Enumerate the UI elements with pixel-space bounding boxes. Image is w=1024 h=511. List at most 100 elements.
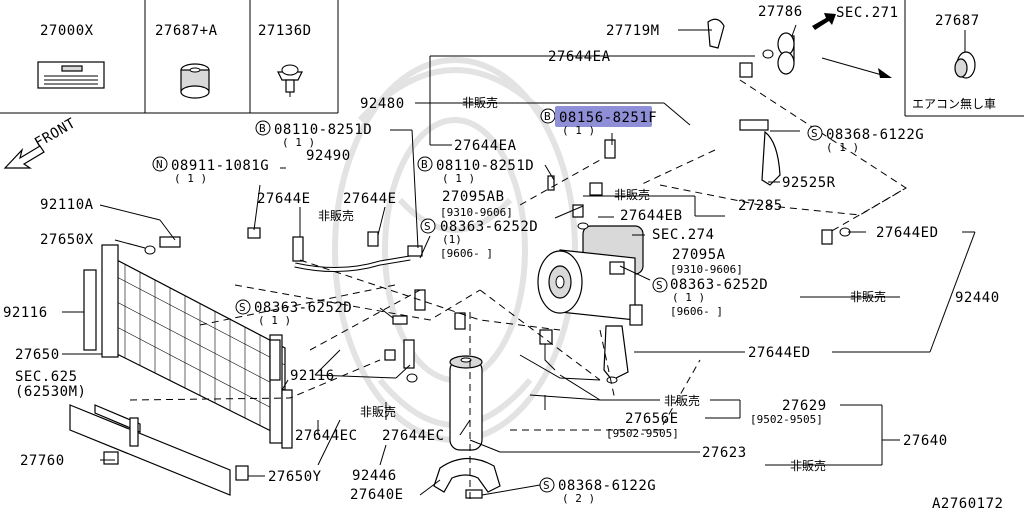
label-27285[interactable]: 27285 <box>738 198 783 214</box>
label-27644ea-mid[interactable]: 27644EA <box>454 138 517 154</box>
label-27644e-a[interactable]: 27644E <box>257 191 311 207</box>
label-27095ab-range: [9310-9606] <box>440 206 513 219</box>
label-08368-6122g-right[interactable]: 08368-6122G <box>826 127 924 143</box>
clip-icon <box>277 64 303 97</box>
label-nonsale-mid: 非販売 <box>614 187 650 202</box>
marker-screw: S <box>656 279 663 292</box>
label-sec274[interactable]: SEC.274 <box>652 227 715 243</box>
label-27640e[interactable]: 27640E <box>350 487 404 503</box>
inset-pointer-arrow <box>821 57 892 78</box>
label-27644ed-mid[interactable]: 27644ED <box>748 345 811 361</box>
label-27656e[interactable]: 27656E <box>625 411 679 427</box>
marker-screw: S <box>543 479 550 492</box>
dashed-guides <box>129 79 907 500</box>
label-92110a[interactable]: 92110A <box>40 197 94 213</box>
diagram-code: A2760172 <box>932 496 1003 511</box>
box-part-27000x: 27000X <box>40 23 94 39</box>
small-fittings <box>144 18 851 499</box>
label-nonsale-629: 非販売 <box>664 393 700 408</box>
label-27623[interactable]: 27623 <box>702 445 747 461</box>
label-08368-bottom-qty: ( 2 ) <box>562 492 595 505</box>
label-08363-c-qty: ( 1 ) <box>258 314 291 327</box>
label-08110-top-qty: ( 1 ) <box>282 136 315 149</box>
marker-nut: N <box>156 158 163 171</box>
label-27650[interactable]: 27650 <box>15 347 60 363</box>
label-92446[interactable]: 92446 <box>352 468 397 484</box>
receiver-drier <box>433 355 501 493</box>
label-08363-b-range: [9606- ] <box>670 305 723 318</box>
label-nonsale-92480: 非販売 <box>462 95 498 110</box>
label-27786[interactable]: 27786 <box>758 4 803 20</box>
label-27629[interactable]: 27629 <box>782 398 827 414</box>
label-08911-1081g[interactable]: 08911-1081G <box>171 158 269 174</box>
label-27644ec-a[interactable]: 27644EC <box>295 428 358 444</box>
label-62530m: (62530M) <box>15 384 86 400</box>
marker-screw: S <box>424 220 431 233</box>
fastener-markers: B B N B S S S S S <box>152 108 823 493</box>
label-08363-a-range: [9606- ] <box>440 247 493 260</box>
label-08368-6122g-bottom[interactable]: 08368-6122G <box>558 478 656 494</box>
front-arrow: FRONT <box>3 115 79 169</box>
label-08110-8251d-top[interactable]: 08110-8251D <box>274 122 372 138</box>
label-92116-right[interactable]: 92116 <box>290 368 335 384</box>
label-08156-qty: ( 1 ) <box>562 124 595 137</box>
label-27719m[interactable]: 27719M <box>606 23 660 39</box>
grommet-icon <box>954 51 976 79</box>
label-27644ed-right[interactable]: 27644ED <box>876 225 939 241</box>
marker-screw: S <box>239 301 246 314</box>
label-92525r[interactable]: 92525R <box>782 175 836 191</box>
label-27644ea-top[interactable]: 27644EA <box>548 49 611 65</box>
label-08110-8251d-mid[interactable]: 08110-8251D <box>436 158 534 174</box>
label-27650x[interactable]: 27650X <box>40 232 94 248</box>
label-27095a[interactable]: 27095A <box>672 247 726 263</box>
label-92490[interactable]: 92490 <box>306 148 351 164</box>
sec271-ref: SEC.271 <box>812 5 899 30</box>
box-part-27136d: 27136D <box>258 23 312 39</box>
label-08363-6252d-a[interactable]: 08363-6252D <box>440 219 538 235</box>
label-27640[interactable]: 27640 <box>903 433 948 449</box>
label-27656e-range: [9502-9505] <box>606 427 679 440</box>
marker-bolt: B <box>421 158 428 171</box>
label-27095a-range: [9310-9606] <box>670 263 743 276</box>
marker-bolt: B <box>259 122 266 135</box>
label-08156-8251f[interactable]: 08156-8251F <box>559 110 657 126</box>
label-08911-qty: ( 1 ) <box>174 172 207 185</box>
grommet-icon <box>180 63 210 99</box>
label-92440[interactable]: 92440 <box>955 290 1000 306</box>
label-08363-b-qty: ( 1 ) <box>672 291 705 304</box>
label-08363-6252d-b[interactable]: 08363-6252D <box>670 277 768 293</box>
label-27644eb[interactable]: 27644EB <box>620 208 683 224</box>
label-nonsale-left: 非販売 <box>318 208 354 223</box>
radiator-lower-support <box>69 404 231 496</box>
seal-strip-right <box>281 389 293 449</box>
label-sec625[interactable]: SEC.625 <box>15 369 78 385</box>
front-label: FRONT <box>32 115 79 151</box>
label-27629-range: [9502-9505] <box>750 413 823 426</box>
leader-lines <box>62 24 976 496</box>
label-92116-left[interactable]: 92116 <box>3 305 48 321</box>
label-27644e-b[interactable]: 27644E <box>343 191 397 207</box>
label-08368-right-qty: ( 1 ) <box>826 141 859 154</box>
callout-labels: 27719M 27786 27644EA 92480 非販売 08156-825… <box>3 4 1003 511</box>
selected-part-highlight <box>555 106 652 127</box>
label-27650y[interactable]: 27650Y <box>268 469 322 485</box>
seal-strip-left <box>83 269 97 351</box>
label-27760[interactable]: 27760 <box>20 453 65 469</box>
label-nonsale-bottom: 非販売 <box>360 404 396 419</box>
box-part-27687a: 27687+A <box>155 23 218 39</box>
marker-screw: S <box>811 127 818 140</box>
label-27644ec-b[interactable]: 27644EC <box>382 428 445 444</box>
parts-box-row: 27000X 27687+A 27136D <box>0 0 339 114</box>
inset-note: エアコン無し車 <box>912 96 996 111</box>
sec271-label: SEC.271 <box>836 5 899 21</box>
label-92480[interactable]: 92480 <box>360 96 405 112</box>
pipes <box>294 68 829 383</box>
label-sticker-icon <box>37 61 105 89</box>
label-27095ab[interactable]: 27095AB <box>442 189 505 205</box>
label-08363-6252d-c[interactable]: 08363-6252D <box>254 300 352 316</box>
marker-bolt: B <box>544 110 551 123</box>
inset-box: 27687 エアコン無し車 <box>904 0 1024 117</box>
inset-part-27687: 27687 <box>935 13 980 29</box>
